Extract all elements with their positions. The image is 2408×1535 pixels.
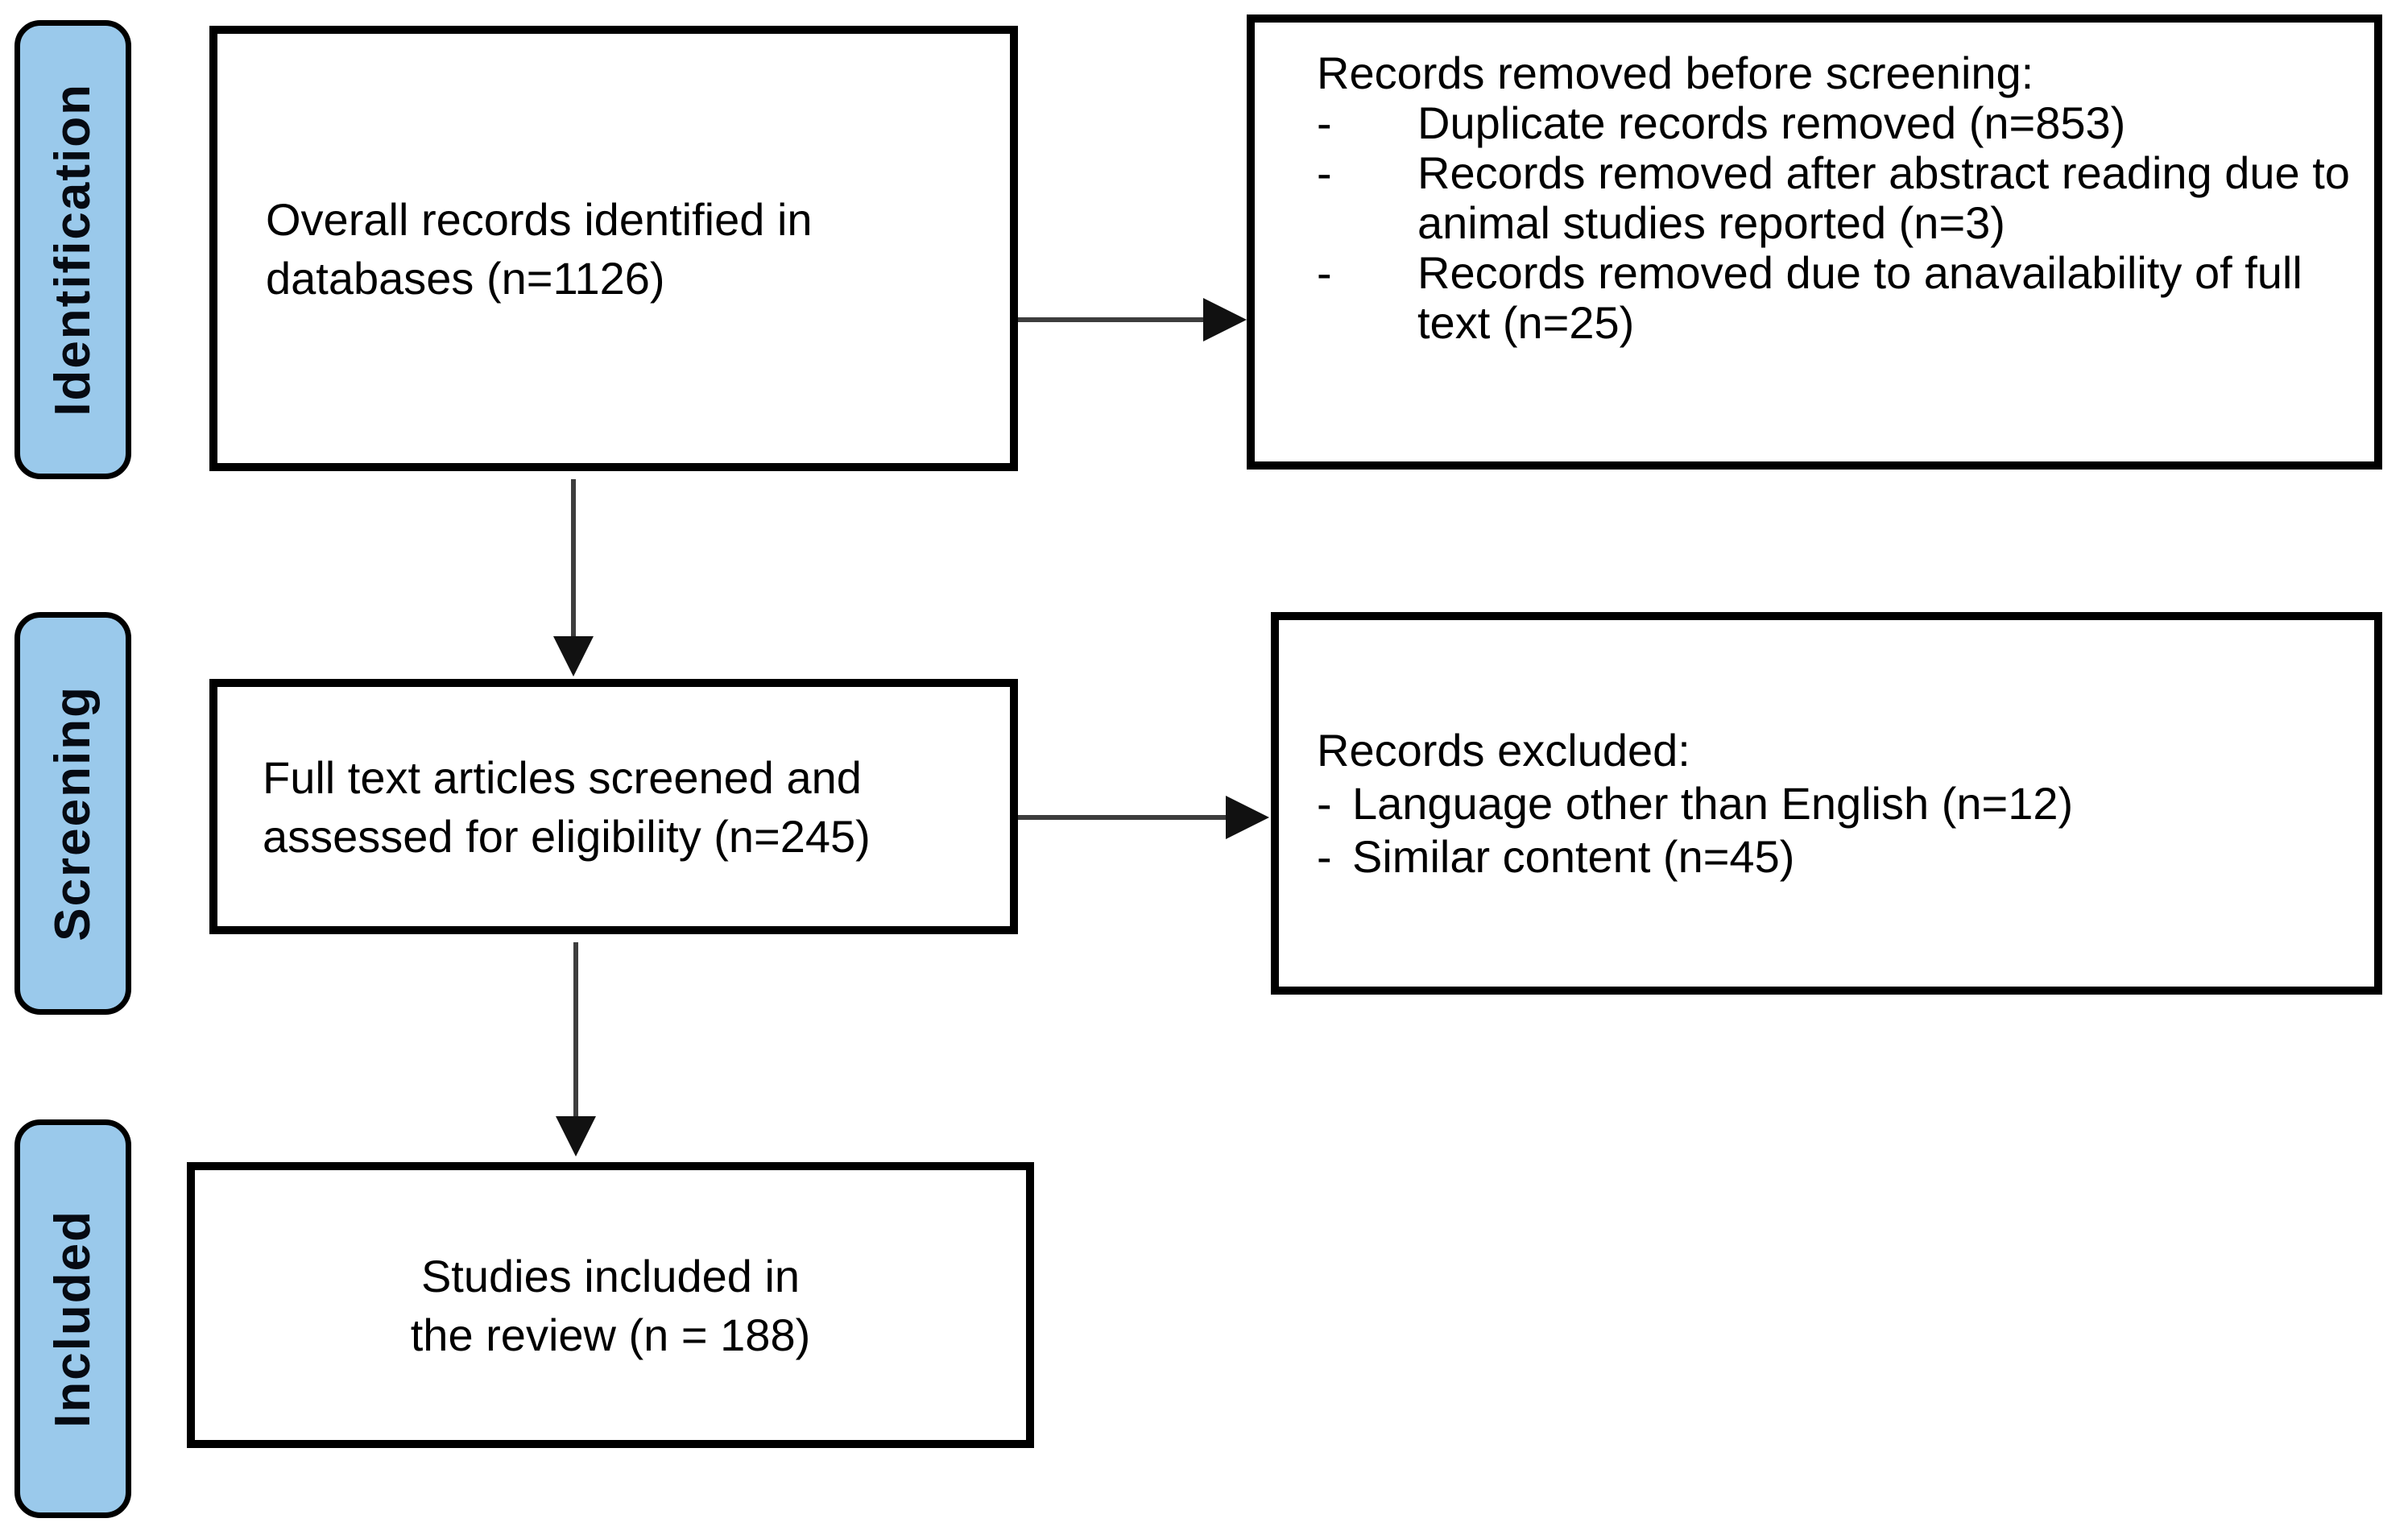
records-removed-title: Records removed before screening: (1317, 48, 2034, 98)
bullet-dash-icon: - (1317, 247, 1332, 298)
articles-screened-line1: Full text articles screened and (263, 751, 862, 803)
box-records-excluded: Records excluded: - Language other than … (1271, 612, 2382, 995)
arrow-identified-to-removed (1018, 317, 1208, 322)
arrow-identified-to-screened (571, 479, 576, 640)
records-excluded-title: Records excluded: (1317, 724, 1690, 776)
records-identified-line1: Overall records identified in (266, 193, 813, 245)
articles-screened-line2: assessed for eligibility (n=245) (263, 810, 871, 862)
records-removed-bullet-3: - Records removed due to anavailability … (1317, 247, 2302, 348)
stage-label-included: Included (45, 1210, 101, 1428)
records-removed-bullet-1: - Duplicate records removed (n=853) (1317, 97, 2126, 148)
bullet-dash-icon: - (1317, 777, 1332, 829)
box-studies-included: Studies included in the review (n = 188) (187, 1162, 1034, 1448)
records-identified-line2: databases (n=1126) (266, 252, 665, 304)
box-records-identified: Overall records identified in databases … (209, 26, 1018, 471)
bullet-dash-icon: - (1317, 147, 1332, 198)
down-arrowhead-icon (553, 636, 594, 676)
down-arrowhead-icon (556, 1116, 596, 1156)
right-arrowhead-icon (1203, 298, 1247, 341)
right-arrowhead-icon (1226, 796, 1269, 839)
records-excluded-bullet-1: - Language other than English (n=12) (1317, 777, 2074, 829)
records-excluded-bullet-2: - Similar content (n=45) (1317, 830, 1795, 882)
arrow-screened-to-excluded (1018, 815, 1231, 820)
arrow-screened-to-included (573, 942, 578, 1119)
stage-label-screening: Screening (45, 685, 101, 941)
box-records-removed: Records removed before screening: - Dupl… (1247, 14, 2382, 470)
box-articles-screened: Full text articles screened and assessed… (209, 679, 1018, 934)
stage-chip-included: Included (14, 1119, 131, 1518)
stage-label-identification: Identification (45, 83, 101, 416)
bullet-dash-icon: - (1317, 830, 1332, 882)
records-removed-bullet-2: - Records removed after abstract reading… (1317, 147, 2350, 248)
stage-chip-screening: Screening (14, 612, 131, 1015)
bullet-dash-icon: - (1317, 97, 1332, 148)
studies-included-line1: Studies included in (420, 1250, 801, 1301)
stage-chip-identification: Identification (14, 20, 131, 479)
studies-included-line2: the review (n = 188) (410, 1309, 811, 1360)
